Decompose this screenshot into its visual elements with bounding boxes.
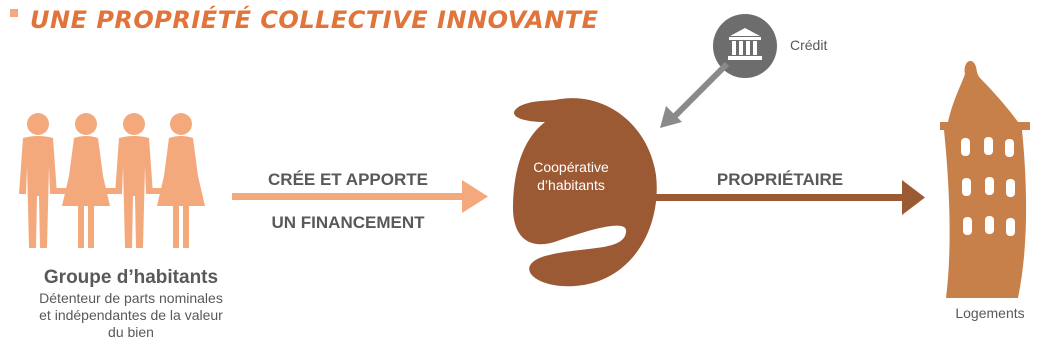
page-title: UNE PROPRIÉTÉ COLLECTIVE INNOVANTE	[30, 6, 599, 34]
bank-icon	[713, 14, 777, 78]
group-description-line: du bien	[108, 324, 154, 340]
group-description-line: Détenteur de parts nominales	[39, 290, 223, 306]
group-caption: Groupe d’habitants Détenteur de parts no…	[0, 266, 262, 341]
finance-label-line2: UN FINANCEMENT	[271, 213, 425, 232]
credit-label: Crédit	[790, 37, 828, 53]
finance-label-line1: CRÉE ET APPORTE	[268, 170, 428, 189]
people-group-icon	[19, 113, 205, 248]
cooperative-label-line2: d’habitants	[537, 177, 605, 193]
title-marker	[10, 9, 18, 17]
housing-label: Logements	[955, 305, 1025, 321]
ownership-arrow	[652, 180, 925, 215]
building-icon	[940, 60, 1030, 299]
cooperative-label-line1: Coopérative	[533, 159, 609, 175]
ownership-label: PROPRIÉTAIRE	[716, 170, 844, 189]
cooperative-icon	[512, 98, 657, 287]
group-title: Groupe d’habitants	[43, 267, 219, 288]
finance-arrow	[232, 180, 488, 213]
group-description-line: et indépendantes de la valeur	[39, 307, 223, 323]
credit-arrow	[660, 61, 730, 128]
cooperative-label: Coopérative d’habitants	[511, 158, 631, 194]
